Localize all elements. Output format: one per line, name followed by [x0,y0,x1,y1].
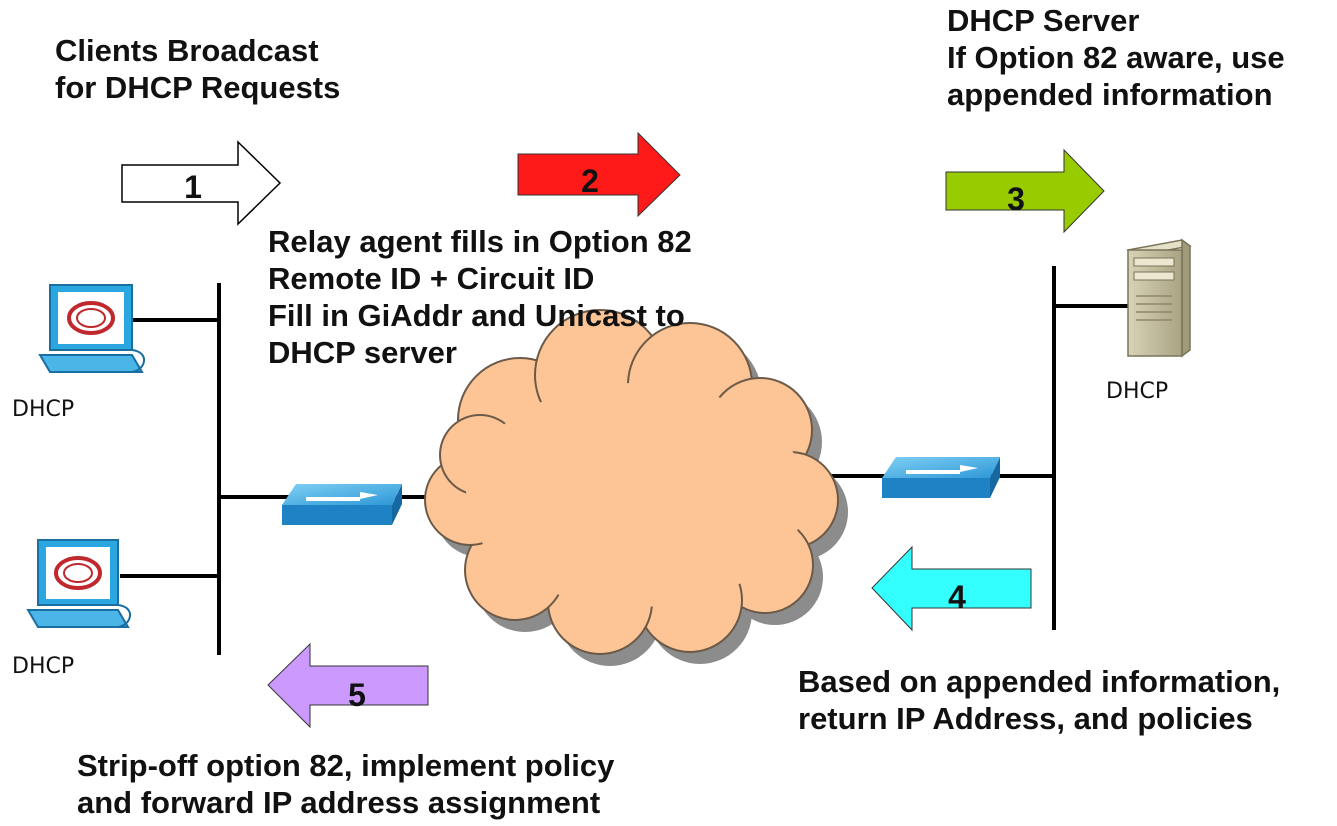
arrow-step-3: 3 [945,148,1105,234]
note-line: appended information [947,77,1273,112]
wan-cloud [424,309,848,666]
note-line: Relay agent fills in Option 82 [268,224,692,259]
client-pc-1 [38,284,145,373]
arrow-step-4: 4 [871,545,1032,632]
arrow-step-4-label: 4 [948,579,966,615]
relay-switch-right [882,457,1000,498]
switch-arrow-icon [906,465,978,474]
arrow-step-2-label: 2 [581,163,599,199]
arrow-step-5: 5 [267,642,429,729]
screen-logo-icon [67,301,115,335]
note-line: and forward IP address assignment [77,785,601,820]
based-on-note: Based on appended information, return IP… [798,663,1280,737]
strip-off-note: Strip-off option 82, implement policy an… [77,747,614,821]
arrow-step-2: 2 [517,131,681,218]
mouse-cable-icon [131,349,145,373]
note-line: Clients Broadcast [55,33,319,68]
relay-agent-note: Relay agent fills in Option 82 Remote ID… [268,223,692,371]
arrow-step-1-label: 1 [184,169,202,205]
note-line: If Option 82 aware, use [947,40,1285,75]
note-line: return IP Address, and policies [798,701,1253,736]
switch-arrow-icon [306,492,378,501]
left-arrow-icon [871,545,1032,632]
arrow-step-1: 1 [121,140,282,226]
client-2-label: DHCP [12,654,75,679]
arrow-step-5-label: 5 [348,677,366,713]
right-arrow-icon [121,140,282,226]
mouse-cable-icon [117,604,131,628]
dhcp-server-tower [1126,238,1192,358]
note-line: DHCP server [268,335,457,370]
left-arrow-icon [267,642,429,729]
arrow-step-3-label: 3 [1007,181,1025,217]
right-arrow-icon [945,148,1105,234]
screen-logo-icon [54,556,102,590]
client-pc-2 [26,539,131,628]
right-arrow-icon [517,131,681,218]
note-line: Fill in GiAddr and Unicast to [268,298,685,333]
note-line: DHCP Server [947,3,1140,38]
clients-broadcast-note: Clients Broadcast for DHCP Requests [55,32,340,106]
note-line: for DHCP Requests [55,70,341,105]
client-1-label: DHCP [12,397,75,422]
relay-switch-left [282,484,402,525]
server-label: DHCP [1106,379,1169,404]
note-line: Based on appended information, [798,664,1281,699]
note-line: Strip-off option 82, implement policy [77,748,615,783]
note-line: Remote ID + Circuit ID [268,261,595,296]
dhcp-server-note: DHCP Server If Option 82 aware, use appe… [947,2,1285,113]
